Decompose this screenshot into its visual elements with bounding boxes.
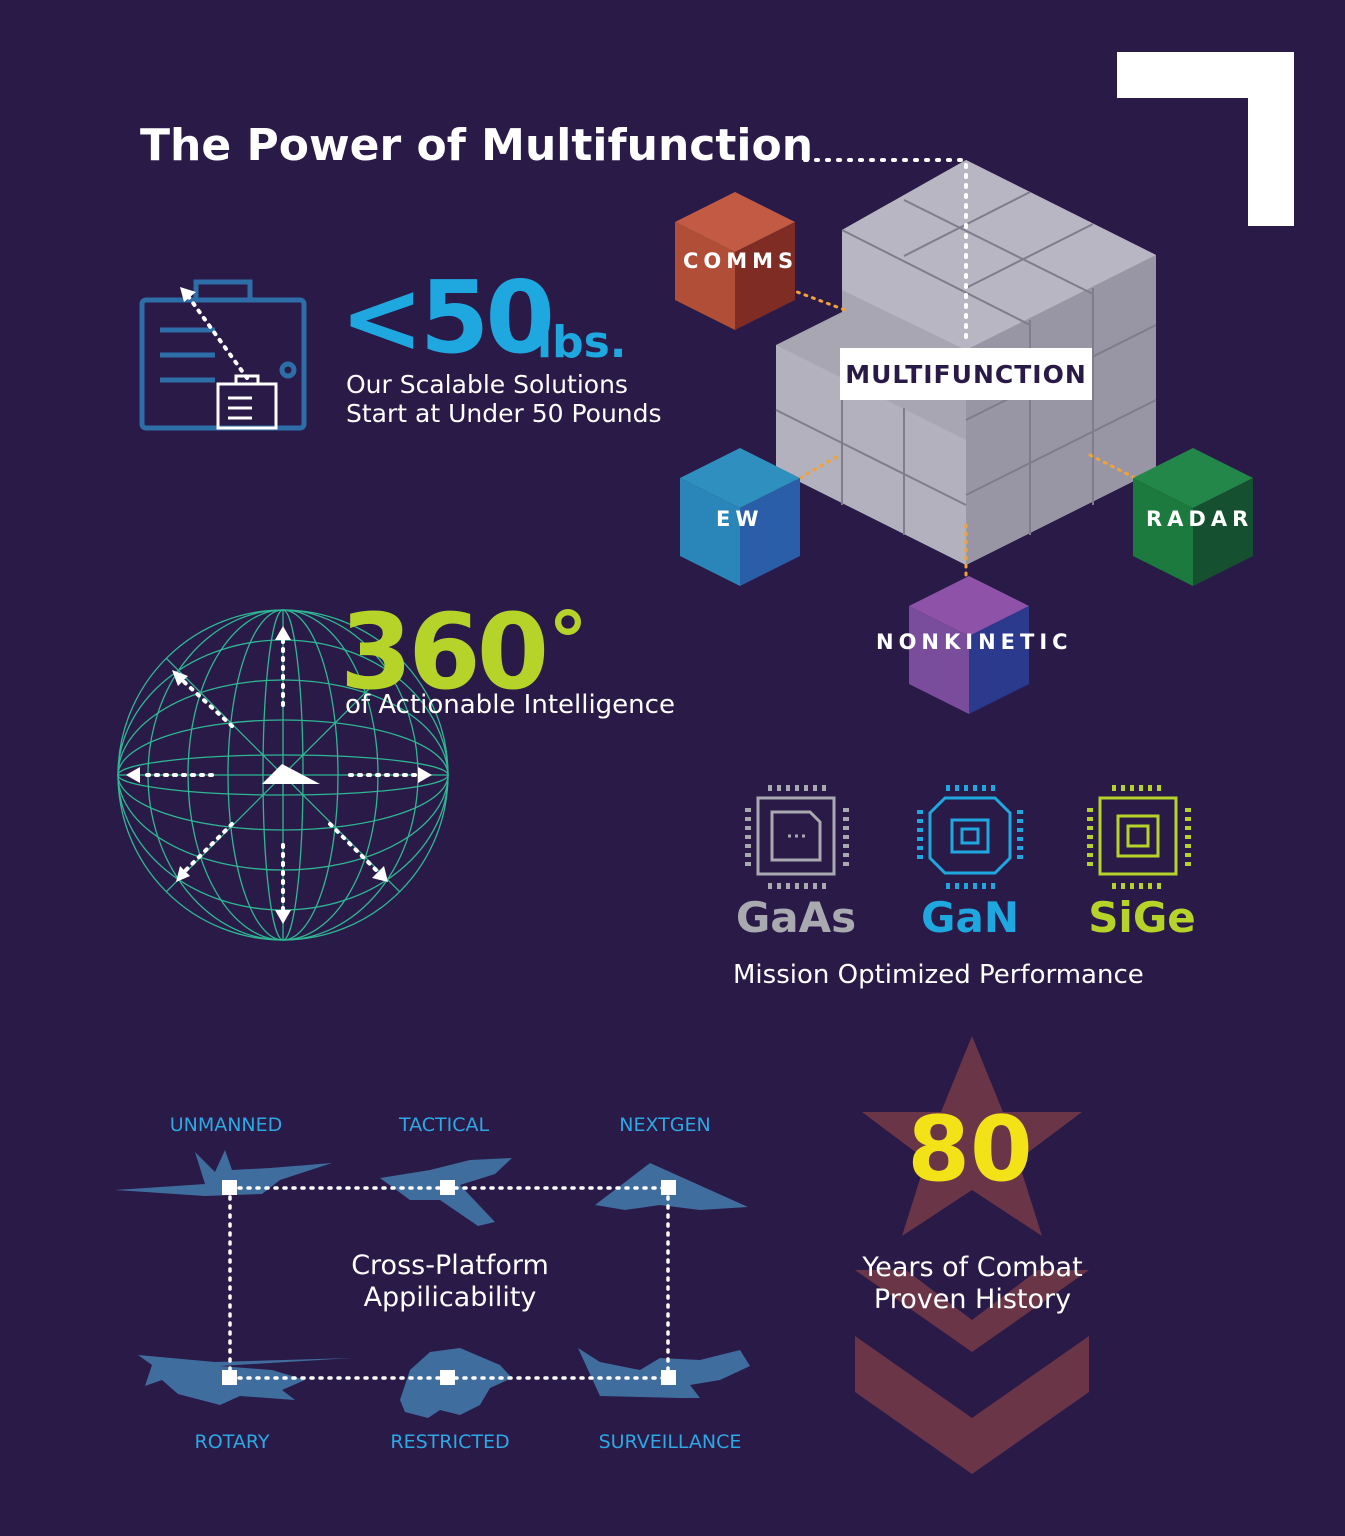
history-caption: Years of Combat Proven History: [840, 1252, 1105, 1316]
chip-icon-gaas: [745, 785, 849, 889]
multifunction-label: MULTIFUNCTION: [840, 348, 1092, 400]
coverage-degree-symbol: °: [548, 595, 588, 688]
page-title: The Power of Multifunction: [140, 120, 814, 171]
small-toolbox-icon: [216, 374, 278, 430]
plane-icon: [262, 764, 320, 784]
nonkinetic-label: NONKINETIC: [876, 630, 1073, 654]
platform-nextgen-label: NEXTGEN: [619, 1114, 711, 1136]
globe-arrow-heads: [126, 626, 432, 924]
semiconductor-caption: Mission Optimized Performance: [733, 960, 1144, 990]
eagle-icon: [400, 1348, 512, 1418]
platform-surveillance-label: SURVEILLANCE: [598, 1431, 742, 1453]
weight-value: <50: [340, 259, 555, 376]
comms-cube: [675, 192, 795, 330]
ew-label: EW: [716, 507, 764, 531]
platform-unmanned-label: UNMANNED: [169, 1114, 283, 1136]
gaas-label: GaAs: [735, 893, 857, 942]
star-icon: [862, 1036, 1082, 1236]
chip-icon-sige: [1087, 785, 1191, 889]
chevron-icon-upper: [855, 1270, 1089, 1352]
toolbox-arrow-head: [180, 287, 196, 302]
cross-platform-line2: Appilicability: [363, 1282, 537, 1313]
drone-icon: [115, 1150, 332, 1196]
history-line1: Years of Combat: [862, 1252, 1083, 1283]
radar-label: RADAR: [1146, 507, 1254, 531]
radar-cube: [1133, 448, 1253, 586]
weight-description-line2: Start at Under 50 Pounds: [346, 399, 662, 428]
gan-label: GaN: [921, 893, 1019, 942]
cross-platform-line1: Cross-Platform: [351, 1250, 549, 1281]
platform-restricted-label: RESTRICTED: [390, 1431, 510, 1453]
helicopter-icon: [138, 1355, 352, 1405]
coverage-value: 360: [340, 591, 549, 713]
platform-nodes: [222, 1180, 676, 1385]
history-value: 80: [907, 1097, 1033, 1202]
weight-description: Our Scalable Solutions Start at Under 50…: [346, 370, 662, 428]
nonkinetic-cube: [909, 576, 1029, 714]
platform-rotary-label: ROTARY: [194, 1431, 270, 1453]
toolbox-arrow-line: [186, 294, 249, 380]
ew-cube: [680, 448, 800, 586]
weight-description-line1: Our Scalable Solutions: [346, 370, 628, 399]
chevron-icon-lower: [855, 1336, 1089, 1474]
weight-unit: lbs.: [537, 317, 627, 368]
corner-bracket-icon: [1117, 52, 1294, 226]
globe-arrows: [138, 638, 422, 912]
coverage-description: of Actionable Intelligence: [345, 690, 675, 720]
comms-label: COMMS: [683, 249, 799, 273]
chip-icon-gan: [917, 785, 1023, 889]
sige-label: SiGe: [1088, 893, 1196, 942]
history-line2: Proven History: [873, 1284, 1072, 1315]
platform-tactical-label: TACTICAL: [398, 1114, 490, 1136]
toolbox-icon: [139, 279, 307, 431]
cross-platform-caption: Cross-Platform Appilicability: [330, 1250, 570, 1314]
